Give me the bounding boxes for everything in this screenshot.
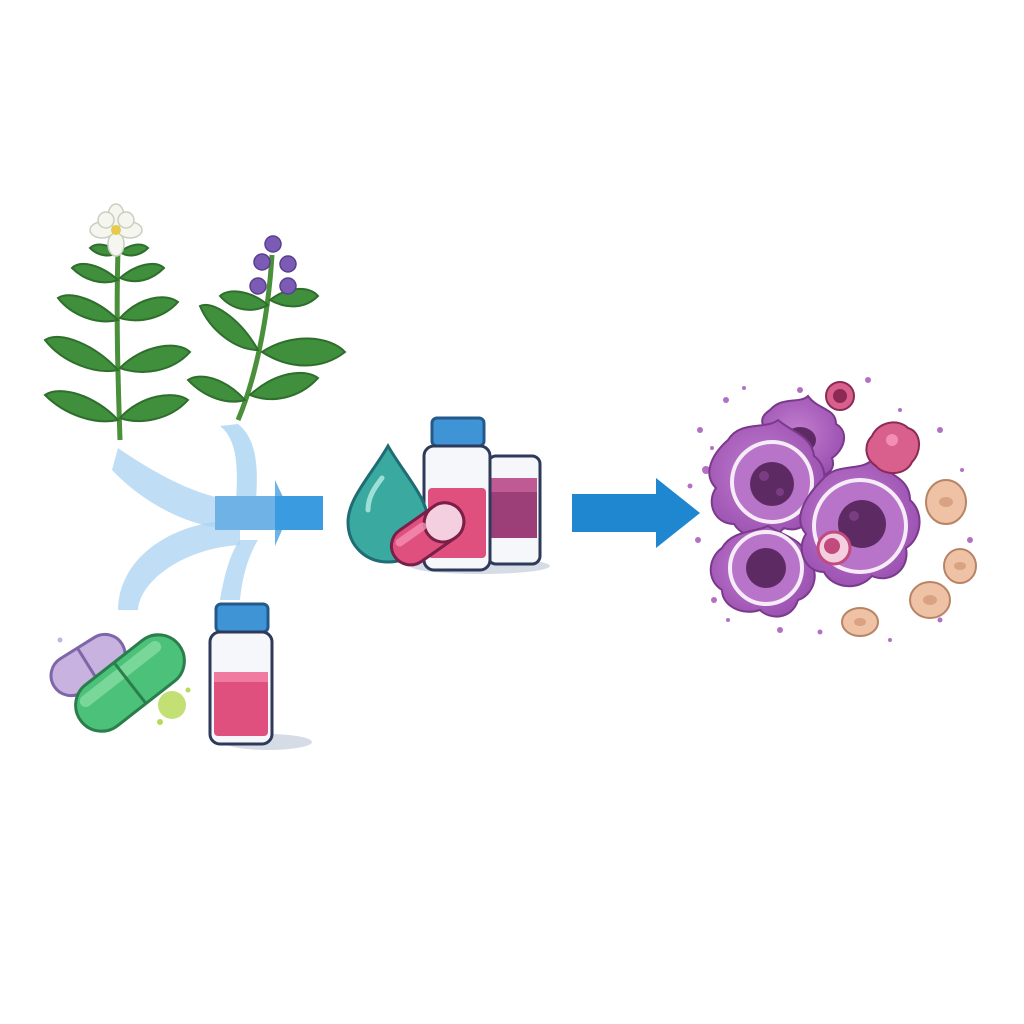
beige-cell-3 bbox=[909, 581, 951, 619]
flow-from-pills bbox=[118, 520, 240, 610]
flow-from-herb-1 bbox=[112, 448, 240, 530]
vial-icon bbox=[486, 454, 542, 566]
merge-arrow-tail bbox=[275, 496, 323, 530]
pink-capsule-icon bbox=[389, 501, 466, 567]
beige-cell-4 bbox=[841, 607, 879, 637]
drug-formulation-icon bbox=[346, 416, 550, 574]
beige-cell-1 bbox=[925, 479, 967, 525]
cancer-cells-icon bbox=[687, 377, 977, 642]
tumor-cell-bottom-left bbox=[709, 524, 816, 618]
purple-flower-herb-icon bbox=[186, 235, 347, 421]
medicine-bottle-icon bbox=[208, 602, 312, 750]
flow-from-herb-2 bbox=[220, 424, 257, 500]
beige-cell-2 bbox=[943, 548, 977, 584]
pink-cell-top bbox=[825, 381, 855, 411]
flow-from-bottle bbox=[220, 540, 258, 600]
capsule-pills-icon bbox=[49, 632, 191, 733]
merge-arrows bbox=[112, 424, 323, 610]
right-arrow bbox=[572, 478, 700, 548]
pink-cell-right bbox=[865, 421, 920, 474]
white-flower-herb-icon bbox=[43, 203, 192, 441]
merge-arrow bbox=[215, 480, 290, 546]
tumor-cell-left bbox=[708, 418, 826, 540]
pink-cell-small bbox=[816, 530, 852, 566]
